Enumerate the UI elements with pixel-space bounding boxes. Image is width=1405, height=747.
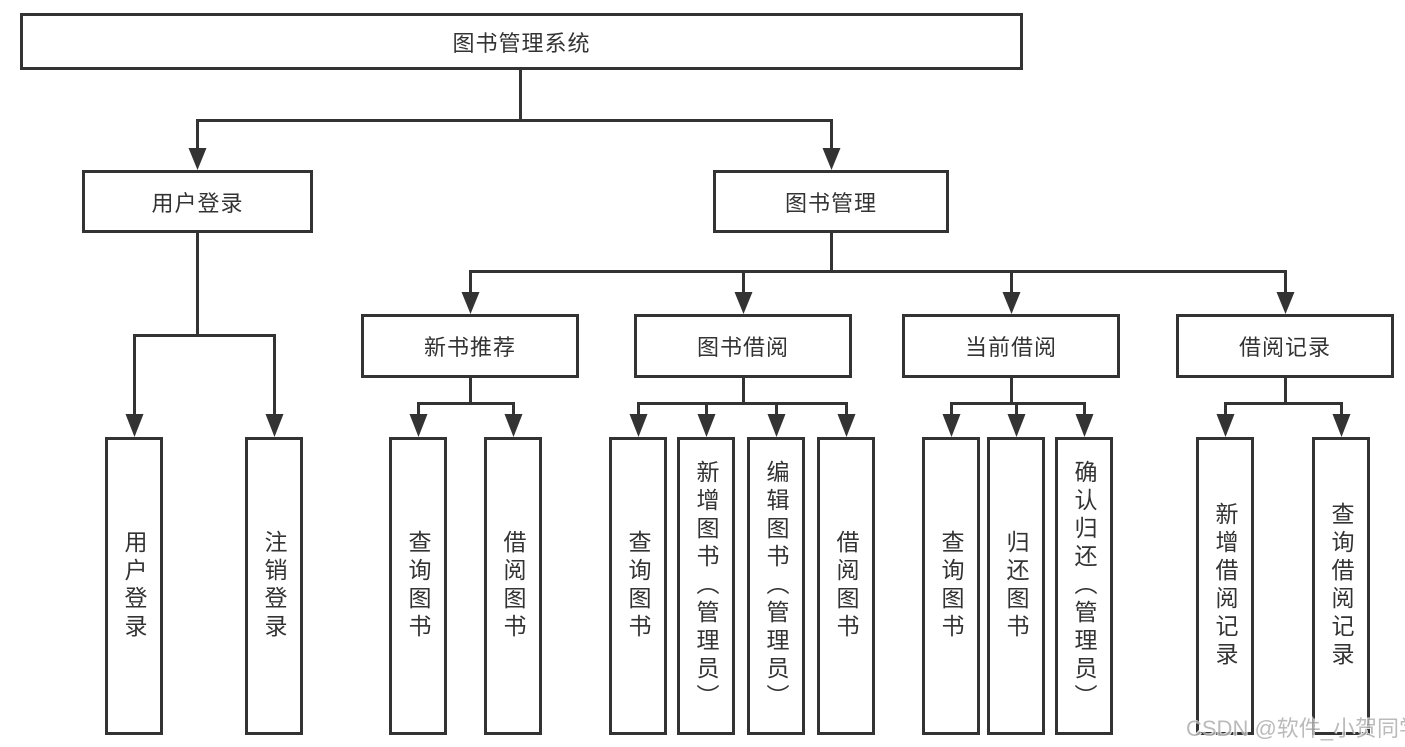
leaf-query-borrow-record: 查询借阅记录 [1312,437,1370,735]
arrow-down-icon [461,292,480,314]
arrow-down-icon [1332,414,1351,437]
arrow-down-icon [1216,414,1235,437]
arrow-down-icon [767,414,786,437]
connector-level2-rail [196,119,833,150]
arrow-down-icon [734,292,753,314]
leaf-add-books-admin: 新增图书（管理员） [677,437,735,735]
connector-records-rail [1224,402,1343,416]
csdn-watermark: CSDN @软件_小贺同学 [1186,716,1405,741]
arrow-down-icon [265,414,284,437]
connector-level3-rail [469,270,1287,293]
leaf-add-borrow-record: 新增借阅记录 [1196,437,1254,735]
leaf-query-books-borrow: 查询图书 [609,437,667,735]
node-borrow-records: 借阅记录 [1176,314,1394,378]
leaf-borrow-books: 借阅图书 [817,437,875,735]
arrow-down-icon [629,414,648,437]
node-book-borrow: 图书借阅 [634,314,852,378]
node-book-management: 图书管理 [713,170,949,233]
arrow-down-icon [188,148,207,170]
arrow-down-icon [1007,414,1026,437]
arrow-down-icon [504,414,523,437]
leaf-return-books: 归还图书 [987,437,1045,735]
leaf-logout: 注销登录 [245,437,303,735]
node-user-login: 用户登录 [82,170,313,233]
node-new-book-recommend: 新书推荐 [361,314,579,378]
arrow-down-icon [125,414,144,437]
node-root-system: 图书管理系统 [20,13,1023,70]
arrow-down-icon [1075,414,1094,437]
arrow-down-icon [1276,292,1295,314]
leaf-query-books-current: 查询图书 [922,437,980,735]
arrow-down-icon [837,414,856,437]
leaf-confirm-return-admin: 确认归还（管理员） [1055,437,1113,735]
node-current-borrow: 当前借阅 [902,314,1120,378]
leaf-query-books-recommend: 查询图书 [389,437,447,735]
arrow-down-icon [697,414,716,437]
leaf-user-login: 用户登录 [105,437,163,735]
arrow-down-icon [1002,292,1021,314]
connector-recommend-rail [417,402,515,416]
connector-userlogin-rail [133,334,276,416]
arrow-down-icon [822,148,841,170]
leaf-borrow-books-recommend: 借阅图书 [484,437,542,735]
leaf-edit-books-admin: 编辑图书（管理员） [747,437,805,735]
arrow-down-icon [409,414,428,437]
connector-borrow-rail [637,402,848,416]
arrow-down-icon [942,414,961,437]
